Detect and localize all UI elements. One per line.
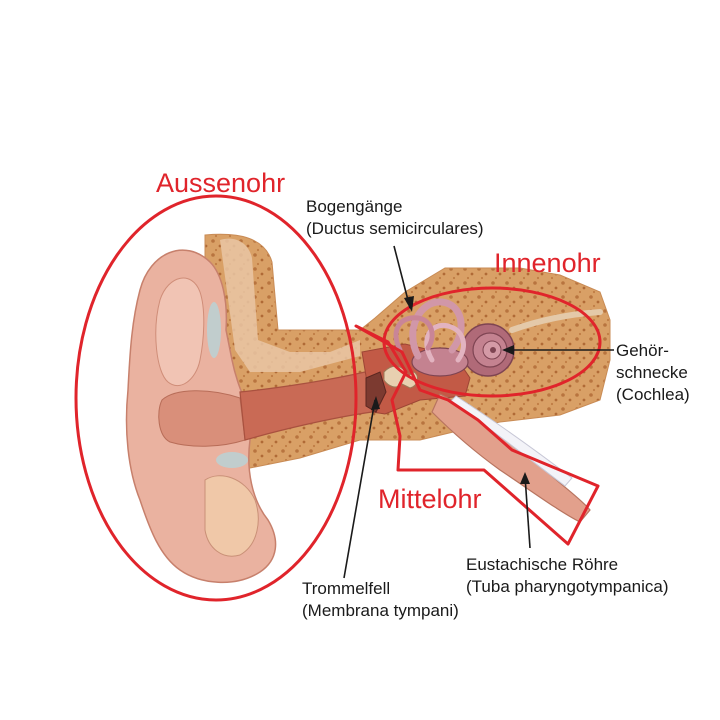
middle-ear-outline: [354, 324, 600, 546]
region-label-outer-ear: Aussenohr: [156, 168, 286, 198]
semicircular-canal-anterior: [409, 298, 465, 360]
label-cochlea-line2: schnecke: [616, 363, 688, 382]
outer-ear-outline: [74, 194, 358, 602]
leader-eustachian: [524, 475, 531, 549]
label-eustachian-tube: Eustachische Röhre (Tuba pharyngotympani…: [466, 554, 669, 598]
label-semicircular-canals-line1: Bogengänge: [306, 197, 403, 216]
auditory-nerve: [509, 309, 603, 333]
label-cochlea: Gehör- schnecke (Cochlea): [616, 340, 690, 406]
cartilage-highlight: [207, 302, 221, 358]
arrowhead-cochlea: [502, 345, 514, 355]
label-eustachian-tube-line2: (Tuba pharyngotympanica): [466, 577, 669, 596]
skin-band-upper: [220, 238, 360, 372]
leader-eardrum: [343, 399, 376, 579]
leader-arrowheads: [371, 296, 530, 484]
region-label-inner-ear: Innenohr: [494, 248, 601, 278]
auricle-inner-fold: [155, 277, 205, 387]
arrowhead-eustachian: [520, 472, 530, 484]
earlobe-cartilage: [204, 475, 259, 557]
label-semicircular-canals: Bogengänge (Ductus semicirculares): [306, 196, 484, 240]
arrowhead-semicircular: [404, 296, 414, 312]
semicircular-canal-posterior: [424, 322, 466, 363]
label-cochlea-line1: Gehör-: [616, 341, 669, 360]
region-label-middle-ear: Mittelohr: [378, 484, 482, 514]
label-cochlea-line3: (Cochlea): [616, 385, 690, 404]
label-semicircular-canals-line2: (Ductus semicirculares): [306, 219, 484, 238]
leader-lines: [343, 245, 614, 579]
label-eardrum: Trommelfell (Membrana tympani): [302, 578, 459, 622]
label-eardrum-line2: (Membrana tympani): [302, 601, 459, 620]
cartilage-highlight-2: [216, 452, 248, 468]
vestibule: [411, 347, 469, 377]
concha: [158, 390, 246, 447]
semicircular-canal-lateral: [393, 315, 435, 353]
arrowhead-eardrum: [371, 396, 380, 410]
label-eardrum-line1: Trommelfell: [302, 579, 391, 598]
cochlea-apex: [490, 347, 496, 353]
label-eustachian-tube-line1: Eustachische Röhre: [466, 555, 619, 574]
eardrum: [365, 371, 387, 413]
